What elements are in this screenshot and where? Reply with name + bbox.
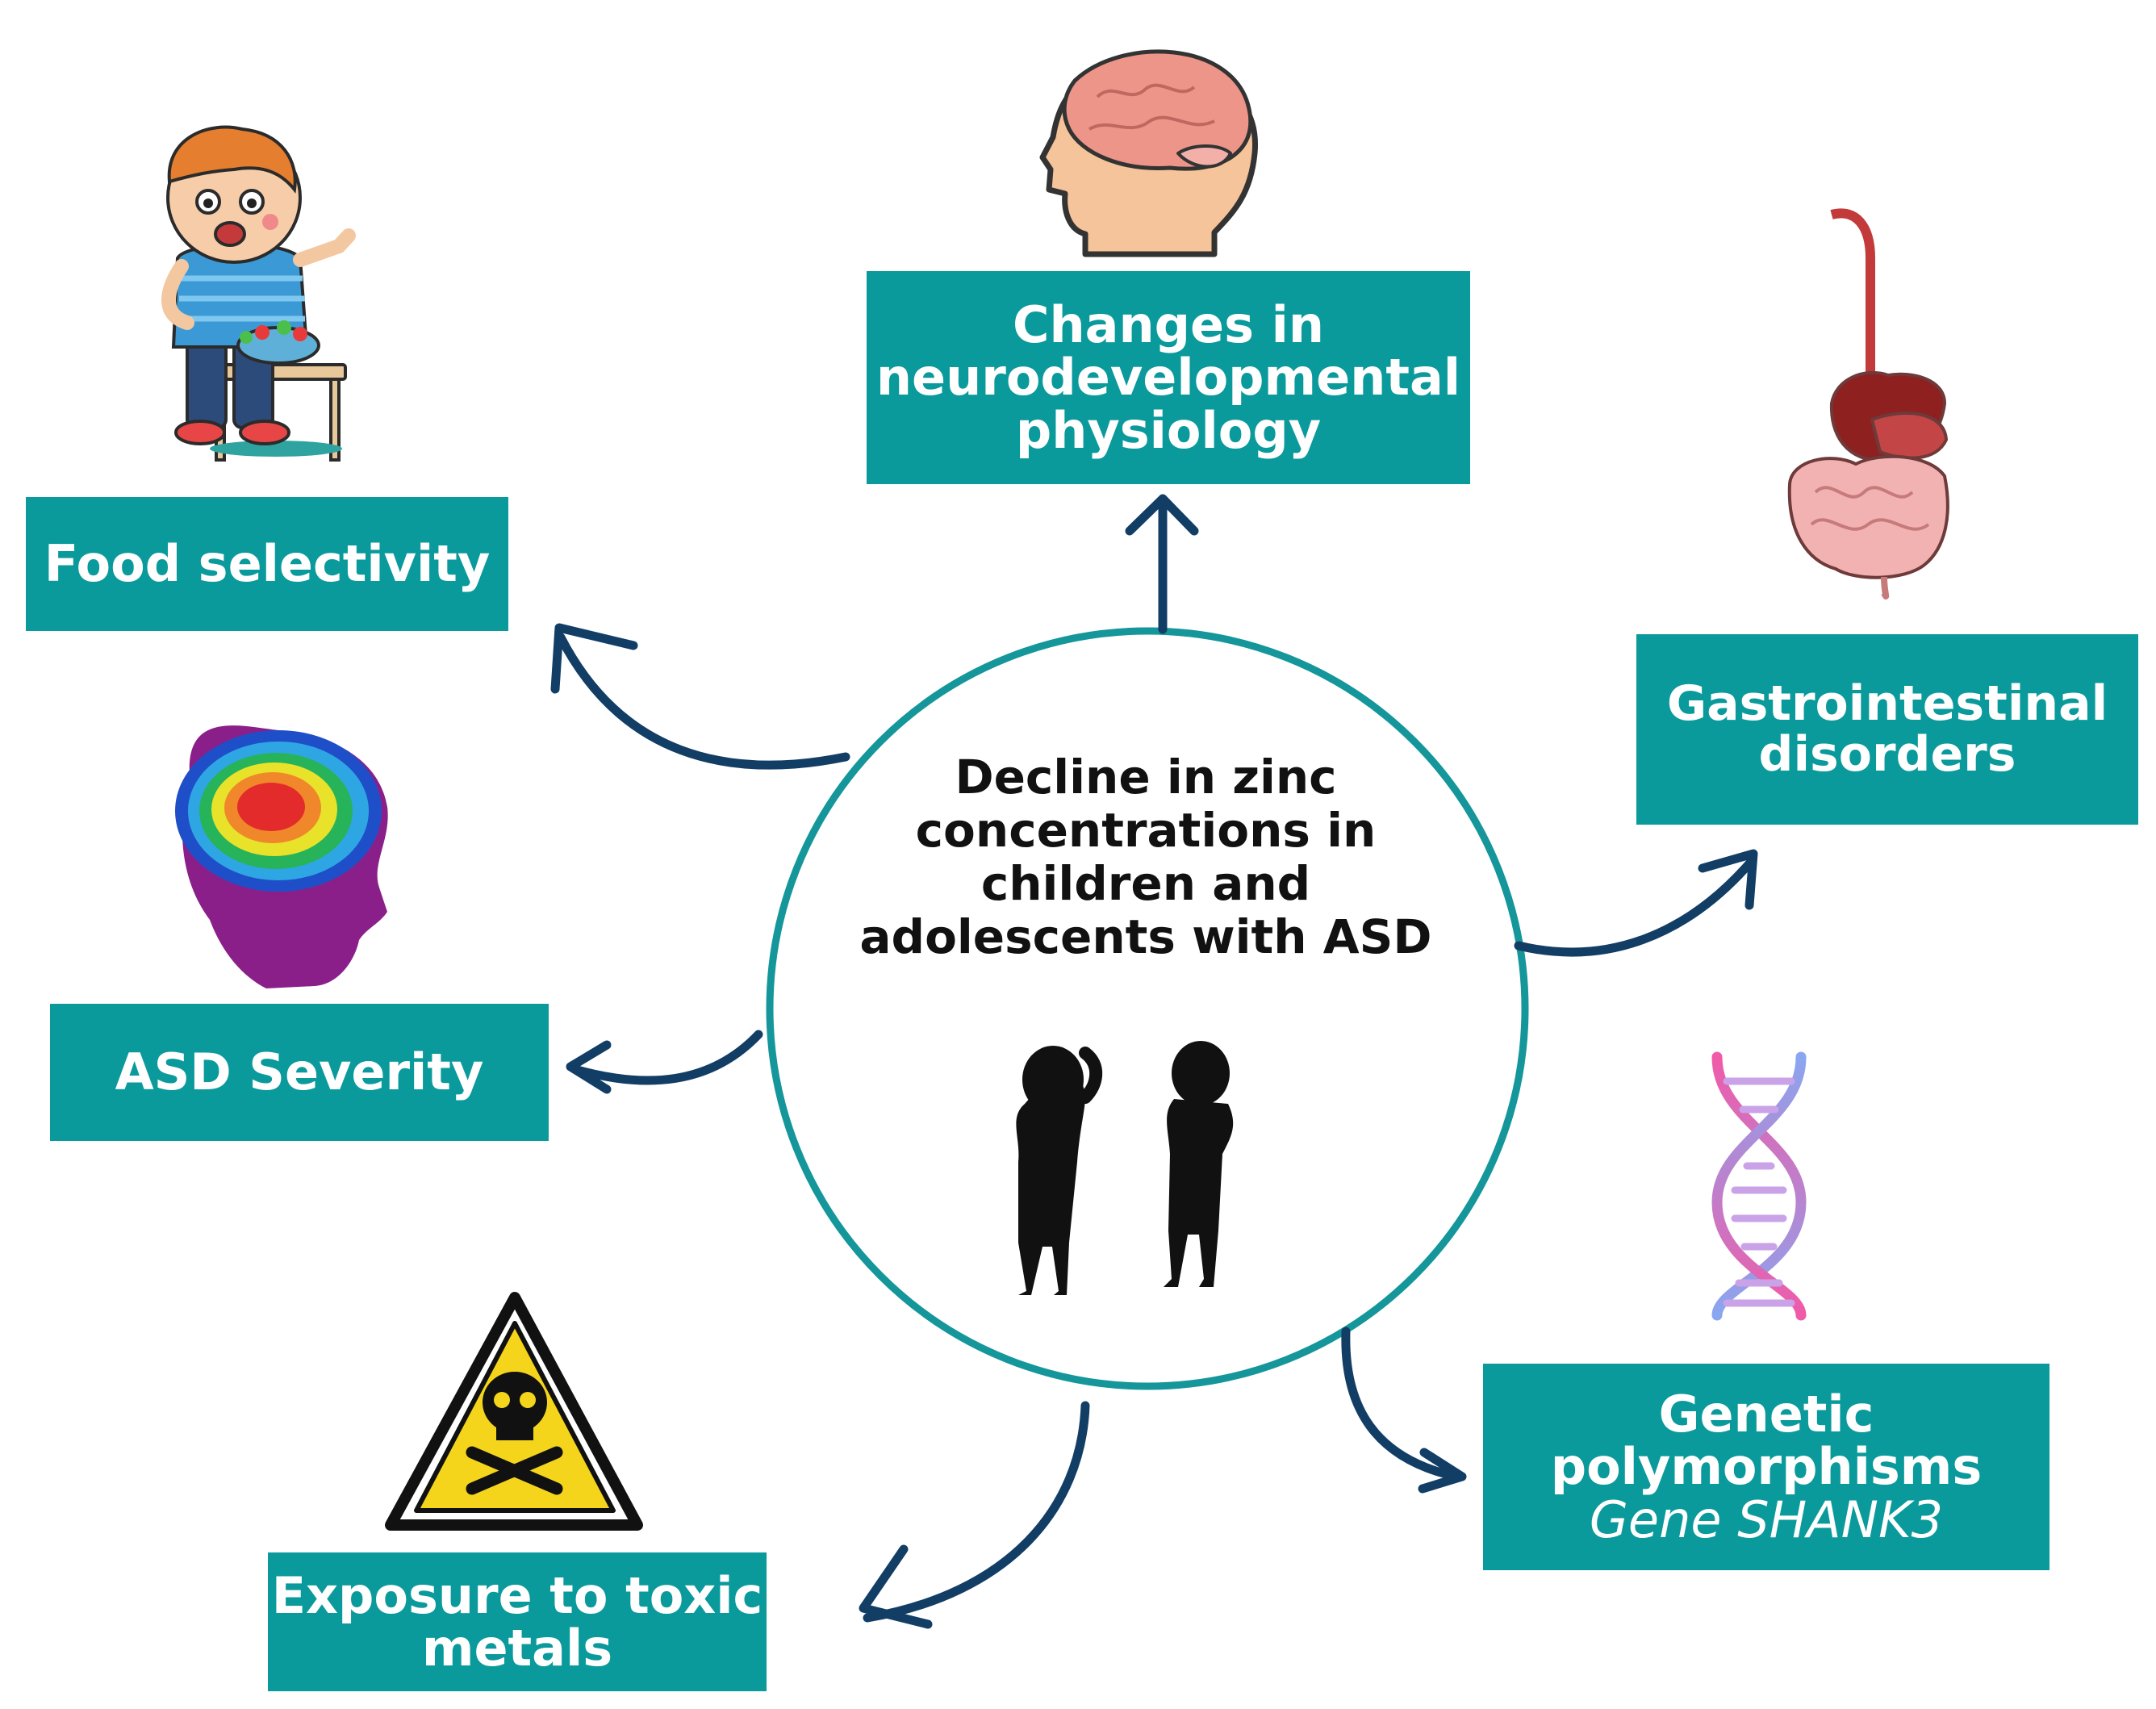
node-metals-line-2: metals xyxy=(421,1619,613,1678)
center-line-2: concentrations in xyxy=(915,803,1377,859)
node-gastrointestinal: Gastrointestinal disorders xyxy=(1636,634,2138,825)
node-neuro-line-1: Changes in xyxy=(1013,295,1324,355)
node-genetic-gene: Gene SHANK3 xyxy=(1589,1490,1944,1549)
node-neurodevelopmental: Changes in neurodevelopmental physiology xyxy=(867,271,1470,484)
node-neuro-line-3: physiology xyxy=(1015,400,1322,460)
arrow-to-asd xyxy=(566,1030,763,1094)
node-asd-severity: ASD Severity xyxy=(50,1004,549,1141)
center-line-4: adolescents with ASD xyxy=(859,909,1432,965)
digestive-system-icon xyxy=(1787,208,1949,600)
brain-heatmap-icon xyxy=(175,725,388,988)
arrow-to-metals xyxy=(859,1401,1090,1629)
node-gi-line-1: Gastrointestinal xyxy=(1666,675,2108,732)
node-neuro-line-2: neurodevelopmental xyxy=(875,348,1461,407)
two-children-silhouette-icon xyxy=(1016,1041,1234,1295)
crying-child-icon xyxy=(161,125,356,462)
center-circle xyxy=(766,627,1529,1390)
node-asd-line-1: ASD Severity xyxy=(115,1043,484,1102)
toxic-hazard-icon xyxy=(385,1292,643,1531)
arrow-to-genetic xyxy=(1341,1327,1467,1494)
node-metals-line-1: Exposure to toxic xyxy=(271,1565,763,1625)
center-line-1: Decline in zinc xyxy=(955,750,1337,804)
node-genetic-line-2: polymorphisms xyxy=(1550,1437,1983,1497)
center-line-3: children and xyxy=(980,856,1311,912)
node-food-selectivity: Food selectivity xyxy=(26,497,508,631)
arrow-to-gi xyxy=(1514,849,1758,957)
dna-helix-icon xyxy=(1711,1051,1807,1321)
node-genetic-line-1: Genetic xyxy=(1658,1385,1874,1444)
node-gi-line-2: disorders xyxy=(1758,726,2016,783)
arrow-to-food xyxy=(550,623,850,770)
node-genetic-polymorphisms: Genetic polymorphisms Gene SHANK3 xyxy=(1483,1364,2049,1570)
arrow-to-neuro xyxy=(1125,494,1199,634)
node-toxic-metals: Exposure to toxic metals xyxy=(268,1552,767,1691)
brain-head-icon xyxy=(1039,49,1258,257)
center-title: Decline in zinc concentrations in childr… xyxy=(823,750,1469,965)
node-food-line-1: Food selectivity xyxy=(44,534,491,594)
